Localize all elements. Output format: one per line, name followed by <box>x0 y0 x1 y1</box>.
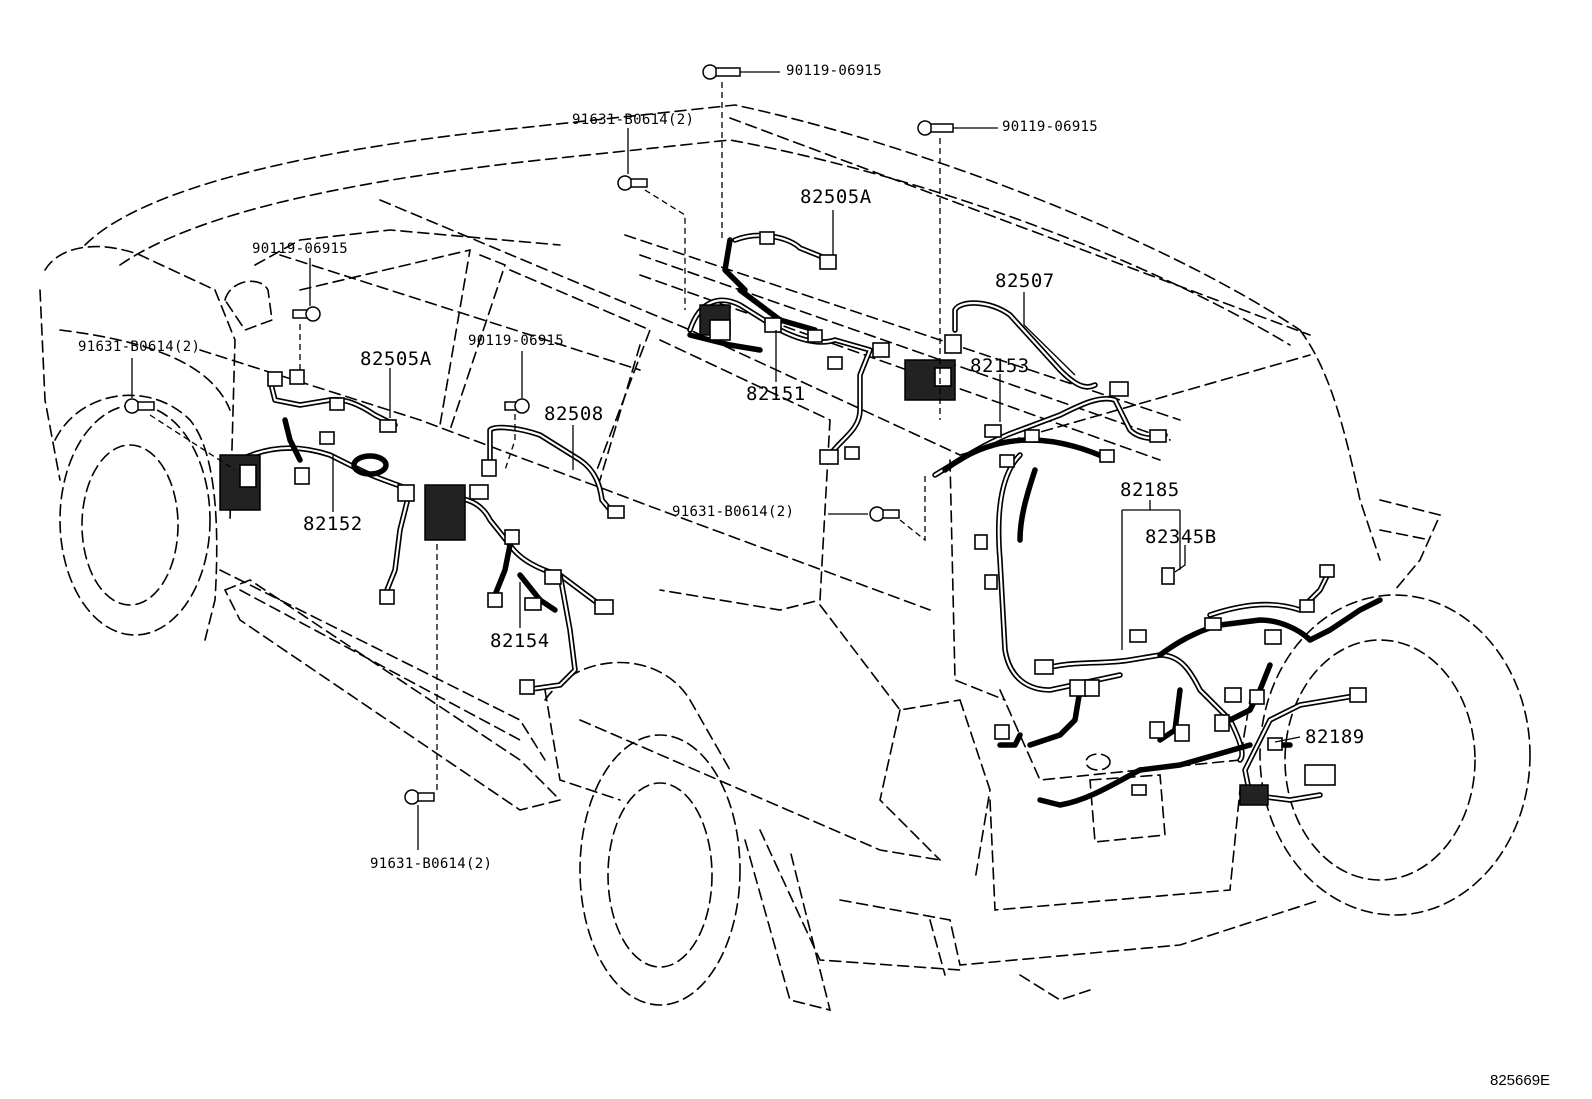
wire-harness-82154 <box>424 484 614 695</box>
label-screw-top-center: 91631-B0614(2) <box>572 112 695 128</box>
label-bolt-center-door: 90119-06915 <box>468 333 565 349</box>
part-label-82154: 82154 <box>490 630 550 652</box>
part-label-82345B: 82345B <box>1145 526 1217 548</box>
part-label-82189: 82189 <box>1305 726 1365 748</box>
wire-harness-82152-82505A-left <box>219 369 415 605</box>
wire-harness-82505A-top <box>722 231 837 293</box>
part-label-82153: 82153 <box>970 355 1030 377</box>
label-screw-left: 91631-B0614(2) <box>78 339 201 355</box>
wire-harness-82151 <box>687 287 890 465</box>
figure-code: 825669E <box>1490 1072 1551 1089</box>
part-label-82507: 82507 <box>995 270 1055 292</box>
label-bolt-left-upper: 90119-06915 <box>252 241 349 257</box>
bolt-icon <box>504 398 530 414</box>
part-label-82508: 82508 <box>544 403 604 425</box>
wire-harness-82185 <box>994 564 1383 808</box>
wire-harness-82508 <box>481 424 625 519</box>
bolt-icon <box>292 306 321 322</box>
part-label-82505A-top: 82505A <box>800 186 872 208</box>
screw-icon <box>869 506 900 522</box>
screw-icon <box>404 789 435 805</box>
vehicle-body-outline <box>39 104 1531 1012</box>
label-bolt-top-center: 90119-06915 <box>786 63 883 79</box>
bolt-icon <box>702 64 741 80</box>
leader-lines <box>131 71 1301 850</box>
wire-harness-82189 <box>1239 687 1367 806</box>
label-bolt-top-right: 90119-06915 <box>1002 119 1099 135</box>
part-label-82505A-left: 82505A <box>360 348 432 370</box>
bolt-icon <box>917 120 954 136</box>
label-screw-bottom: 91631-B0614(2) <box>370 856 493 872</box>
screw-icon <box>617 175 648 191</box>
label-screw-center-right: 91631-B0614(2) <box>672 504 795 520</box>
part-label-82185: 82185 <box>1120 479 1180 501</box>
part-label-82152: 82152 <box>303 513 363 535</box>
wire-harness-82507-82153 <box>904 300 1168 693</box>
screw-icon <box>124 398 155 414</box>
part-label-82151: 82151 <box>746 383 806 405</box>
fasteners <box>124 64 954 805</box>
